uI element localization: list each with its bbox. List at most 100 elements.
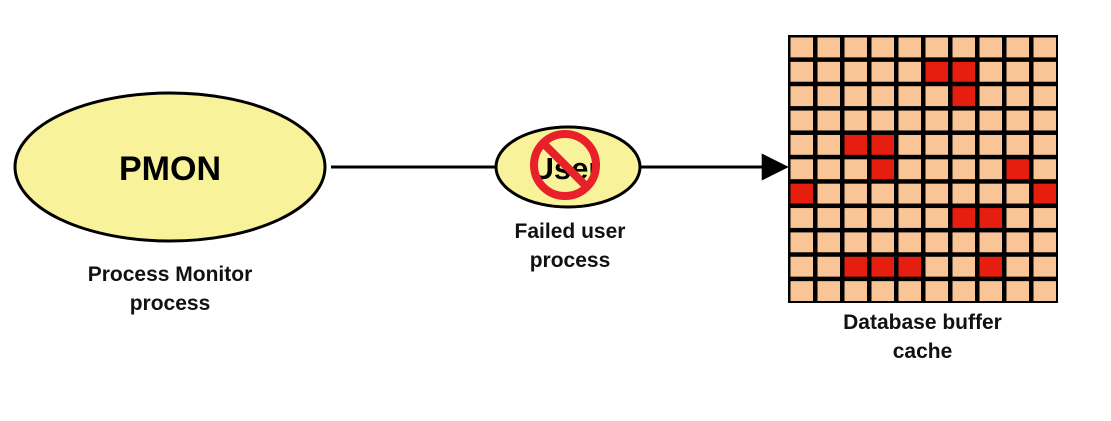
buffer-cell [871, 110, 894, 131]
pmon-node: PMON [13, 91, 327, 243]
buffer-cell [817, 37, 840, 58]
dirty-buffer-cell [952, 208, 975, 228]
buffer-cell [1033, 281, 1056, 301]
buffer-cell [925, 134, 948, 155]
buffer-cell [1006, 37, 1029, 58]
buffer-cell [790, 37, 813, 58]
buffer-cell [790, 134, 813, 155]
dirty-buffer-cell [925, 61, 948, 82]
buffer-cell [979, 61, 1002, 82]
user-process-caption-line-1: Failed user [514, 220, 626, 243]
buffer-cell [817, 159, 840, 180]
buffer-cell [1033, 232, 1056, 253]
buffer-cell [925, 110, 948, 131]
buffer-cell [898, 208, 921, 228]
buffer-cell [979, 37, 1002, 58]
buffer-cell [979, 232, 1002, 253]
buffer-cell [952, 37, 975, 58]
dirty-buffer-cell [1033, 183, 1056, 204]
buffer-cell [898, 159, 921, 180]
pmon-caption-line-2: process [129, 292, 211, 315]
buffer-cell [844, 86, 867, 107]
pmon-ellipse [13, 91, 327, 243]
buffer-cell [952, 256, 975, 277]
buffer-cell [817, 232, 840, 253]
buffer-cell [871, 37, 894, 58]
user-process-caption-line-2: process [529, 249, 611, 272]
dirty-buffer-cell [898, 256, 921, 277]
buffer-cell [817, 110, 840, 131]
buffer-cell [925, 232, 948, 253]
buffer-cell [844, 232, 867, 253]
user-process-caption: Failed user process [470, 217, 670, 275]
buffer-cell [871, 208, 894, 228]
pmon-label: PMON [119, 150, 221, 188]
dirty-buffer-cell [844, 134, 867, 155]
buffer-cell [790, 159, 813, 180]
buffer-cell [1006, 86, 1029, 107]
dirty-buffer-cell [871, 134, 894, 155]
buffer-cell [844, 183, 867, 204]
buffer-cell [979, 281, 1002, 301]
buffer-cell [1033, 86, 1056, 107]
buffer-cell [1006, 134, 1029, 155]
buffer-cell [790, 110, 813, 131]
dirty-buffer-cell [979, 208, 1002, 228]
buffer-cell [979, 183, 1002, 204]
buffer-cell [925, 183, 948, 204]
buffer-cell [817, 281, 840, 301]
buffer-cell [817, 134, 840, 155]
buffer-cell [925, 37, 948, 58]
buffer-cell [844, 37, 867, 58]
buffer-cell [898, 281, 921, 301]
buffer-cell [898, 86, 921, 107]
buffer-cell [844, 110, 867, 131]
pmon-caption-line-1: Process Monitor [87, 263, 253, 286]
buffer-cell [1006, 281, 1029, 301]
buffer-cache-grid [788, 35, 1058, 303]
user-process-node: User [494, 125, 642, 209]
buffer-cell [1006, 208, 1029, 228]
buffer-cell [925, 281, 948, 301]
buffer-cell [817, 208, 840, 228]
buffer-cell [1006, 110, 1029, 131]
buffer-cell [790, 86, 813, 107]
buffer-cell [952, 134, 975, 155]
buffer-cell [1006, 61, 1029, 82]
pmon-caption: Process Monitor process [50, 260, 290, 318]
buffer-cell [1006, 183, 1029, 204]
buffer-cell [817, 86, 840, 107]
buffer-cell [1033, 37, 1056, 58]
dirty-buffer-cell [871, 159, 894, 180]
buffer-cell [1033, 159, 1056, 180]
dirty-buffer-cell [1006, 159, 1029, 180]
buffer-cell [979, 134, 1002, 155]
buffer-cell [952, 183, 975, 204]
buffer-cell [1033, 208, 1056, 228]
buffer-cell [952, 232, 975, 253]
buffer-cell [925, 208, 948, 228]
buffer-cell [1033, 256, 1056, 277]
buffer-cell [979, 159, 1002, 180]
buffer-cell [871, 86, 894, 107]
buffer-cell [952, 159, 975, 180]
buffer-cell [898, 110, 921, 131]
buffer-cell [898, 61, 921, 82]
buffer-cell [898, 183, 921, 204]
buffer-cell [790, 208, 813, 228]
no-entry-icon [530, 130, 600, 200]
buffer-cell [1033, 61, 1056, 82]
buffer-cache-caption-line-2: cache [892, 340, 953, 363]
buffer-cell [871, 183, 894, 204]
buffer-cell [817, 256, 840, 277]
buffer-cache-caption: Database buffer cache [800, 308, 1045, 366]
buffer-cell [925, 159, 948, 180]
dirty-buffer-cell [952, 61, 975, 82]
buffer-cell [1033, 134, 1056, 155]
buffer-cell [925, 256, 948, 277]
buffer-cell [790, 281, 813, 301]
buffer-cache-caption-line-1: Database buffer [843, 311, 1002, 334]
buffer-cell [925, 86, 948, 107]
